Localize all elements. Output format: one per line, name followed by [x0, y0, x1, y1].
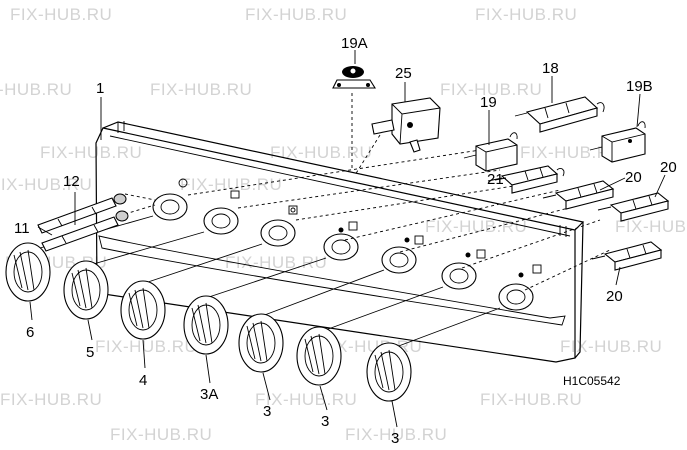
control-hole [260, 205, 298, 247]
callout-11: 11 [14, 220, 30, 237]
callout-12: 12 [63, 173, 80, 190]
watermark-text: FIX-HUB.RU [150, 80, 252, 99]
callout-25: 25 [395, 65, 412, 82]
callout-20: 20 [606, 288, 623, 305]
callout-leaders [29, 50, 666, 428]
callout-5: 5 [86, 344, 94, 361]
watermark-text: FIX-HUB.RU [225, 253, 327, 272]
callout-3: 3 [391, 430, 399, 447]
watermark-text: FIX-HUB.RU [440, 80, 542, 99]
watermark-text: FIX-HUB.RU [475, 5, 577, 24]
part-20 [542, 180, 615, 210]
knob-4 [120, 280, 166, 340]
callout-20: 20 [625, 169, 642, 186]
watermark-text: FIX-HUB.RU [110, 425, 212, 444]
control-panel [95, 121, 585, 363]
callout-3: 3 [321, 413, 329, 430]
callout-6: 6 [26, 324, 34, 341]
part-11 [41, 210, 129, 252]
watermark-text: FIX-HUB.RU [10, 5, 112, 24]
control-hole [498, 264, 542, 311]
control-hole [441, 249, 486, 290]
panel-control-holes [152, 178, 542, 311]
knob-5 [63, 260, 109, 320]
callout-3: 3 [263, 403, 271, 420]
watermark-text: FIX-HUB.RU [560, 337, 662, 356]
knob-3 [238, 313, 284, 373]
part-25 [371, 97, 441, 153]
part-12 [37, 193, 127, 234]
part-18 [514, 96, 605, 133]
part-19a [332, 66, 376, 89]
watermark-text: FIX-HUB.RU [480, 390, 582, 409]
part-19b [589, 121, 646, 163]
callout-3a: 3A [200, 386, 218, 403]
watermark-text: FIX-HUB.RU [40, 143, 142, 162]
control-hole [381, 235, 424, 274]
watermark-text: FIX-HUB.RU [0, 80, 72, 99]
part-20 [591, 241, 663, 271]
watermark-text: FIX-HUB.RU [180, 175, 282, 194]
watermark-text: FIX-HUB.RU [615, 217, 687, 236]
watermark-text: FIX-HUB.RU [95, 337, 197, 356]
watermark-text: FIX-HUB.RU [270, 143, 372, 162]
knob-3 [296, 326, 342, 386]
knob-3a [183, 295, 229, 355]
callout-19: 19 [480, 94, 497, 111]
knob-3 [366, 342, 412, 402]
part-21 [487, 165, 565, 194]
callout-18: 18 [542, 60, 559, 77]
callout-19a: 19A [341, 35, 368, 52]
watermark-text: FIX-HUB.RU [255, 390, 357, 409]
watermark-text: FIX-HUB.RU [520, 143, 622, 162]
control-hole [203, 190, 240, 235]
watermark-text: FIX-HUB.RU [345, 425, 447, 444]
callout-21: 21 [487, 171, 504, 188]
diagram-code: H1C05542 [563, 374, 621, 388]
callout-19b: 19B [626, 78, 653, 95]
part-20 [597, 192, 670, 222]
watermark-text: FIX-HUB.RU [245, 5, 347, 24]
knob-leader-lines [39, 215, 501, 351]
assembly-guide-lines [124, 93, 611, 291]
watermark-text: FIX-HUB.RU [0, 390, 102, 409]
callout-20: 20 [660, 159, 677, 176]
knob-6 [5, 242, 51, 302]
control-hole [152, 178, 188, 221]
control-hole [323, 221, 359, 261]
part-19 [463, 132, 518, 172]
watermark-text: FIX-HUB.RU [425, 217, 527, 236]
callout-4: 4 [139, 372, 147, 389]
callout-1: 1 [96, 80, 104, 97]
watermark-text: FIX-HUB.RU [0, 175, 92, 194]
callout-labels: 1 12 11 19A 25 18 19 19B 21 20 20 20 6 5… [14, 35, 677, 447]
